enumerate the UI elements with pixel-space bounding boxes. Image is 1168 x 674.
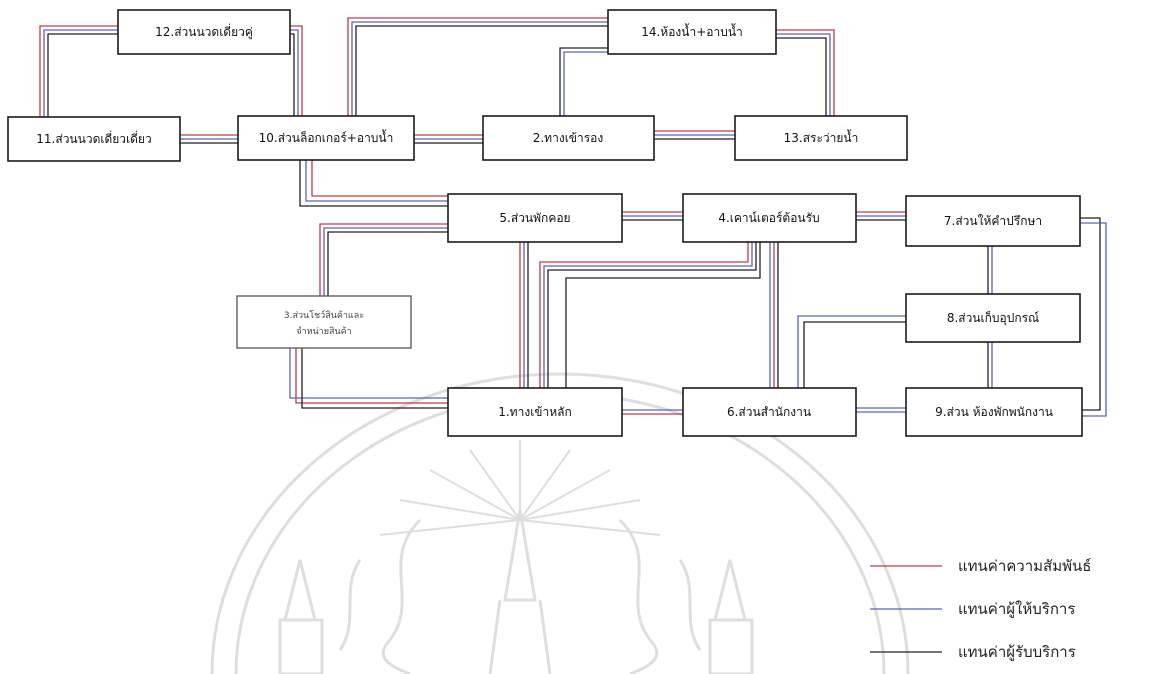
room-box-14: 14.ห้องน้ำ+อาบน้ำ (607, 9, 777, 55)
room-box-4: 4.เคาน์เตอร์ต้อนรับ (682, 193, 857, 243)
room-label-3-line1: 3.ส่วนโชว์สินค้าและ (284, 309, 364, 321)
connector-1-6 (622, 409, 683, 415)
room-label-1: 1.ทางเข้าหลัก (498, 405, 572, 419)
legend-label-relation: แทนค่าความสัมพันธ์ (958, 557, 1091, 575)
room-box-2: 2.ทางเข้ารอง (482, 115, 655, 161)
connector-3-1 (289, 348, 448, 409)
connector-2-13 (654, 130, 735, 140)
connector-4-1 (539, 242, 761, 388)
connector-11-12-10 (39, 25, 303, 117)
connector-8-9 (987, 342, 993, 388)
room-box-11: 11.ส่วนนวดเดี่ยวเดี่ยว (7, 116, 181, 162)
room-label-11: 11.ส่วนนวดเดี่ยวเดี่ยว (36, 130, 151, 146)
room-label-14: 14.ห้องน้ำ+อาบน้ำ (641, 23, 743, 39)
room-label-12: 12.ส่วนนวดเดี่ยวคู่ (155, 23, 253, 40)
room-label-4: 4.เคาน์เตอร์ต้อนรับ (718, 211, 819, 225)
connector-10-5 (299, 160, 448, 207)
room-box-10: 10.ส่วนล็อกเกอร์+อาบน้ำ (237, 115, 415, 161)
room-box-8: 8.ส่วนเก็บอุปกรณ์ (905, 293, 1081, 343)
connector-4-6 (769, 242, 779, 388)
room-label-10: 10.ส่วนล็อกเกอร์+อาบน้ำ (259, 129, 394, 145)
room-box-3: 3.ส่วนโชว์สินค้าและ จำหน่ายสินค้า (236, 295, 412, 349)
room-box-6: 6.ส่วนสำนักงาน (682, 387, 857, 437)
room-label-2: 2.ทางเข้ารอง (533, 131, 604, 145)
room-label-9: 9.ส่วน ห้องพักพนักงาน (935, 405, 1053, 419)
legend-label-customer: แทนค่าผู้รับบริการ (958, 643, 1076, 661)
connector-lines (39, 17, 1107, 417)
connector-6-9 (856, 407, 906, 413)
connector-6-8 (797, 315, 906, 388)
room-label-5: 5.ส่วนพักคอย (499, 211, 570, 225)
room-label-8: 8.ส่วนเก็บอุปกรณ์ (947, 310, 1039, 326)
legend: แทนค่าความสัมพันธ์ แทนค่าผู้ให้บริการ แท… (870, 557, 1091, 661)
room-label-6: 6.ส่วนสำนักงาน (727, 405, 811, 419)
room-box-1: 1.ทางเข้าหลัก (447, 387, 623, 437)
connector-10-2 (414, 134, 483, 144)
connector-14-13 (776, 29, 835, 116)
room-label-3-line2: จำหน่ายสินค้า (296, 326, 351, 337)
room-box-7: 7.ส่วนให้คำปรึกษา (905, 195, 1081, 247)
room-box-5: 5.ส่วนพักคอย (447, 193, 623, 243)
connector-5-4 (622, 211, 683, 221)
room-label-13: 13.สระว่ายน้ำ (784, 129, 859, 145)
room-label-7: 7.ส่วนให้คำปรึกษา (944, 214, 1042, 228)
legend-label-provider: แทนค่าผู้ให้บริการ (958, 600, 1075, 618)
university-seal-icon (210, 372, 910, 674)
connector-5-1 (519, 242, 529, 388)
connector-10-14 (347, 17, 608, 116)
room-box-9: 9.ส่วน ห้องพักพนักงาน (905, 387, 1083, 437)
connector-11-10 (180, 134, 238, 144)
connector-7-9 (1080, 217, 1107, 417)
connector-2-14 (559, 47, 608, 116)
connector-7-8 (987, 246, 993, 294)
connector-5-3 (319, 223, 448, 296)
room-box-13: 13.สระว่ายน้ำ (734, 115, 908, 161)
room-box-12: 12.ส่วนนวดเดี่ยวคู่ (117, 9, 291, 55)
connector-4-7 (856, 211, 906, 221)
